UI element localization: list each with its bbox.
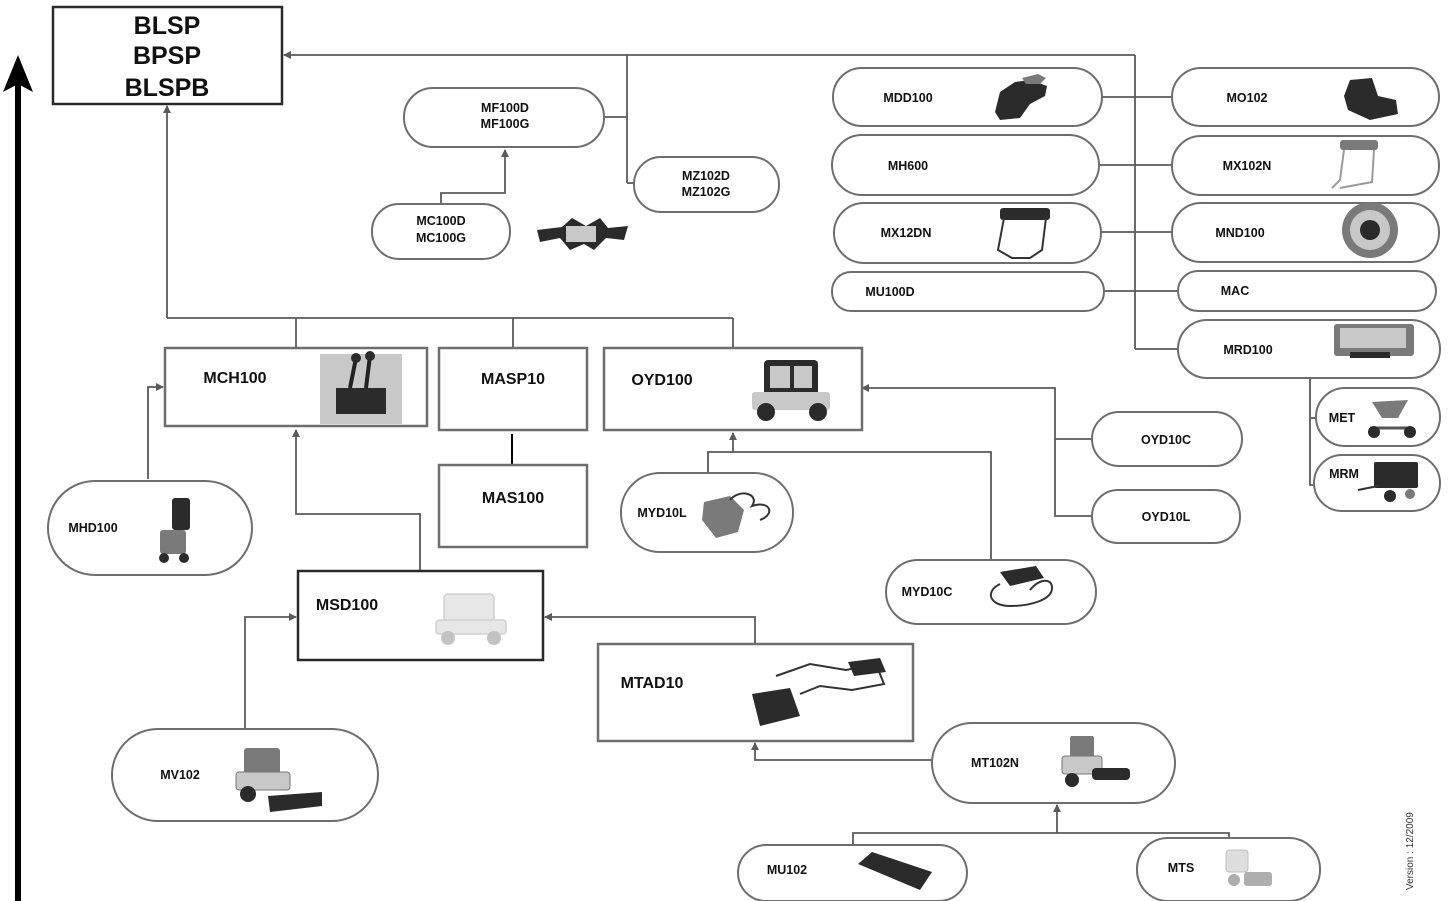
cable-kit-icon bbox=[989, 566, 1054, 608]
masp10-label: MASP10 bbox=[481, 371, 545, 388]
myd10l-label: MYD10L bbox=[637, 506, 687, 520]
node-mh600[interactable]: MH600 bbox=[831, 134, 1100, 196]
mrm-label: MRM bbox=[1329, 467, 1359, 481]
vehicle-icon bbox=[435, 593, 507, 645]
mch100-label: MCH100 bbox=[203, 370, 266, 387]
spreader-icon bbox=[1368, 400, 1416, 438]
hierarchy-arrow bbox=[3, 55, 33, 901]
node-oyd10l[interactable]: OYD10L bbox=[1091, 489, 1241, 544]
mac-label: MAC bbox=[1221, 284, 1249, 298]
roll-bar-icon-2 bbox=[1331, 140, 1378, 189]
mf100-label-2: MF100G bbox=[481, 117, 530, 131]
root-label-3: BLSPB bbox=[125, 74, 210, 102]
node-mc100[interactable]: MC100D MC100G bbox=[371, 203, 511, 260]
met-label: MET bbox=[1329, 411, 1356, 425]
mdd100-label: MDD100 bbox=[883, 91, 932, 105]
node-mdd100[interactable]: MDD100 bbox=[832, 67, 1103, 127]
root-label-2: BPSP bbox=[133, 42, 201, 70]
oyd10c-label: OYD10C bbox=[1141, 433, 1191, 447]
node-mx12dn[interactable]: MX12DN bbox=[833, 202, 1102, 264]
mu100d-label: MU100D bbox=[865, 285, 914, 299]
mz102-label-2: MZ102G bbox=[682, 185, 731, 199]
mu102-label: MU102 bbox=[767, 863, 807, 877]
cab-vehicle-icon bbox=[752, 360, 830, 421]
node-mt102n[interactable]: MT102N bbox=[931, 722, 1176, 804]
mts-label: MTS bbox=[1168, 861, 1194, 875]
node-mu100d[interactable]: MU100D bbox=[831, 271, 1105, 312]
mz102-label-1: MZ102D bbox=[682, 169, 730, 183]
node-msd100[interactable]: MSD100 bbox=[296, 569, 545, 662]
mh600-label: MH600 bbox=[888, 159, 928, 173]
roll-bar-icon bbox=[996, 208, 1050, 259]
blade-vehicle-icon bbox=[235, 748, 322, 812]
mt102n-label: MT102N bbox=[971, 756, 1019, 770]
rear-box-icon bbox=[1334, 324, 1414, 358]
mhd100-label: MHD100 bbox=[68, 521, 117, 535]
trailer-icon bbox=[1357, 462, 1418, 502]
node-mnd100[interactable]: MND100 bbox=[1171, 202, 1440, 263]
mf100-label-1: MF100D bbox=[481, 101, 529, 115]
node-mx102n[interactable]: MX102N bbox=[1171, 135, 1440, 196]
node-mtad10[interactable]: MTAD10 bbox=[596, 642, 915, 743]
hydraulic-lift-icon bbox=[159, 498, 190, 563]
oyd10l-label: OYD10L bbox=[1142, 510, 1191, 524]
snow-chain-icon bbox=[1342, 202, 1398, 258]
mower-icon bbox=[1225, 849, 1272, 886]
mrd100-label: MRD100 bbox=[1223, 343, 1272, 357]
counterweight-bracket-icon bbox=[537, 218, 628, 250]
mx12dn-label: MX12DN bbox=[881, 226, 932, 240]
oyd100-label: OYD100 bbox=[631, 372, 692, 389]
node-mas100[interactable]: MAS100 bbox=[437, 463, 589, 549]
node-met[interactable]: MET bbox=[1315, 387, 1441, 447]
scraper-blade-icon bbox=[858, 852, 932, 890]
mx102n-label: MX102N bbox=[1223, 159, 1272, 173]
mas100-label: MAS100 bbox=[482, 490, 544, 507]
node-masp10[interactable]: MASP10 bbox=[437, 346, 589, 432]
node-mf100[interactable]: MF100D MF100G bbox=[403, 87, 605, 148]
hydraulic-valve-icon bbox=[320, 351, 402, 424]
node-mhd100[interactable]: MHD100 bbox=[47, 480, 253, 576]
mc100-label-1: MC100D bbox=[416, 214, 465, 228]
mnd100-label: MND100 bbox=[1215, 226, 1264, 240]
msd100-label: MSD100 bbox=[316, 597, 378, 614]
myd10c-label: MYD10C bbox=[902, 585, 953, 599]
node-mac[interactable]: MAC bbox=[1177, 270, 1437, 312]
mc100-label-2: MC100G bbox=[416, 231, 466, 245]
mo102-label: MO102 bbox=[1227, 91, 1268, 105]
node-mo102[interactable]: MO102 bbox=[1171, 67, 1440, 127]
mtad10-label: MTAD10 bbox=[621, 675, 684, 692]
node-oyd10c[interactable]: OYD10C bbox=[1091, 411, 1243, 467]
node-root[interactable]: BLSP BPSP BLSPB bbox=[51, 5, 284, 106]
seat-cover-icon bbox=[995, 74, 1047, 120]
sweeper-vehicle-icon bbox=[1061, 736, 1130, 787]
seat-icon bbox=[1344, 78, 1398, 120]
connectors bbox=[147, 51, 1316, 845]
front-hitch-icon bbox=[752, 658, 886, 726]
light-kit-icon bbox=[702, 492, 771, 538]
node-mu102[interactable]: MU102 bbox=[737, 844, 968, 901]
node-mz102[interactable]: MZ102D MZ102G bbox=[633, 156, 780, 213]
root-label-1: BLSP bbox=[134, 12, 201, 40]
mv102-label: MV102 bbox=[160, 768, 200, 782]
version-label: Version : 12/2009 bbox=[1405, 812, 1416, 890]
